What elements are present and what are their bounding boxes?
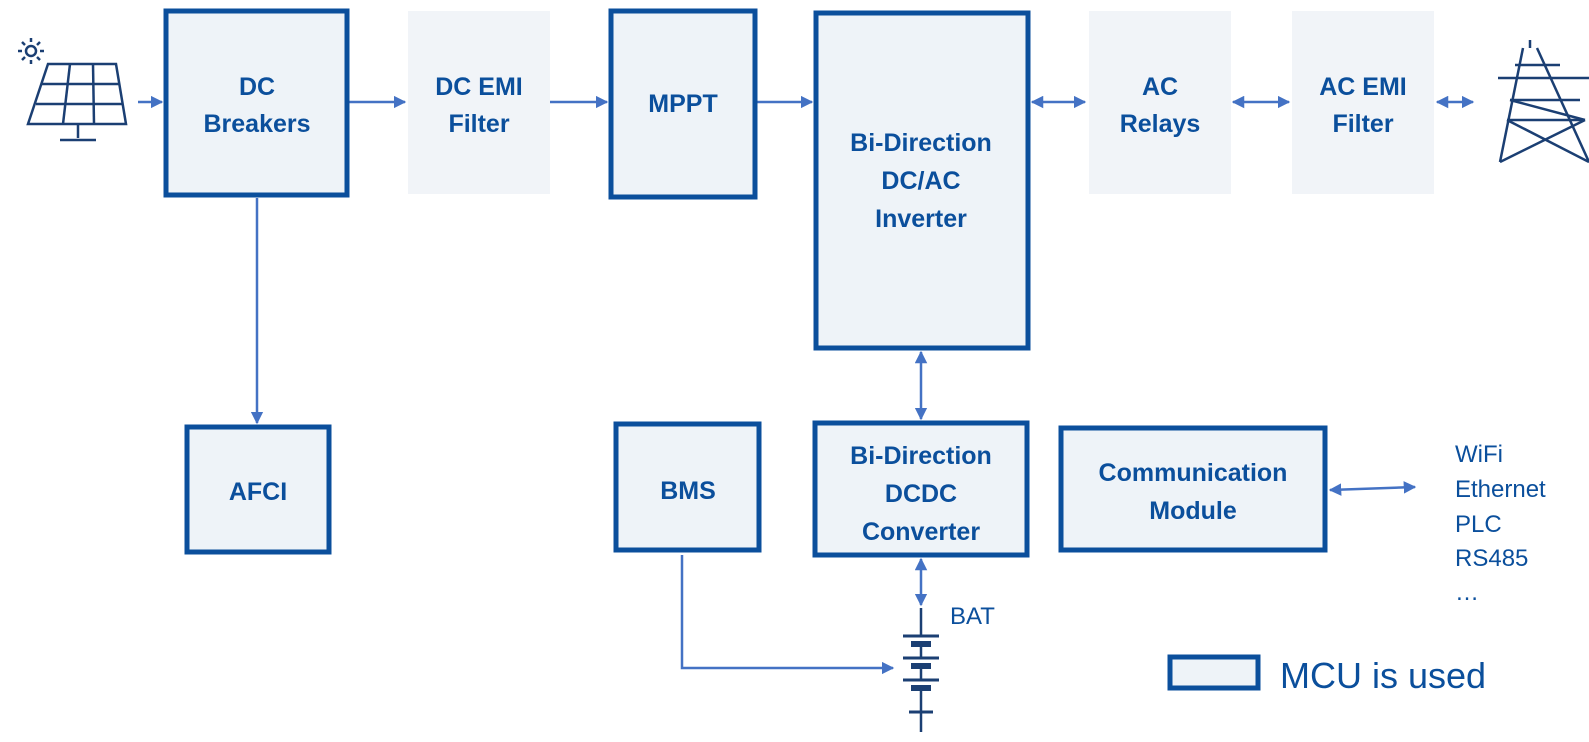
block-dc-emi-filter-line2: Filter [448,110,509,138]
block-inverter-line2: DC/AC [881,167,960,195]
block-bms-line1: BMS [660,477,716,505]
legend: MCU is used [1167,654,1486,696]
block-mppt-line1: MPPT [648,90,717,118]
block-ac-emi-filter: AC EMI Filter [1292,11,1434,194]
block-dcdc-converter: Bi-Direction DCDC Converter [812,420,1030,558]
block-communication-module-line2: Module [1149,497,1237,525]
block-afci-line1: AFCI [229,478,287,506]
block-dcdc-converter-line2: DCDC [885,480,957,508]
block-afci: AFCI [184,424,332,555]
block-communication-module-line1: Communication [1099,459,1288,487]
block-dc-breakers: DC Breakers [163,8,350,198]
block-dcdc-converter-line3: Converter [862,518,980,546]
comm-interface-item: RS485 [1455,545,1528,572]
block-inverter-line3: Inverter [875,205,967,233]
comm-interface-item: PLC [1455,511,1502,538]
arrow-bms-to-battery [680,555,895,675]
legend-label: MCU is used [1280,655,1486,696]
block-communication-module: Communication Module [1058,425,1328,553]
block-dcdc-converter-line1: Bi-Direction [850,442,992,470]
block-ac-relays-line2: Relays [1120,110,1201,138]
block-dc-breakers-line1: DC [239,73,275,101]
block-ac-relays-line1: AC [1142,73,1178,101]
comm-interface-item: … [1455,579,1479,606]
block-bms: BMS [613,421,762,553]
comm-interface-list: WiFi Ethernet PLC RS485 … [1455,441,1546,606]
legend-swatch [1167,654,1261,691]
block-dc-breakers-line2: Breakers [203,110,310,138]
block-ac-relays: AC Relays [1089,11,1231,194]
arrow-comm-interfaces [1328,481,1417,496]
block-dc-emi-filter-line1: DC EMI [435,73,523,101]
block-ac-emi-filter-line1: AC EMI [1319,73,1407,101]
block-ac-emi-filter-line2: Filter [1332,110,1393,138]
comm-interface-item: WiFi [1455,441,1503,468]
block-inverter: Bi-Direction DC/AC Inverter [813,10,1031,351]
block-mppt: MPPT [608,8,758,200]
battery-icon [903,608,939,732]
power-tower-icon [1498,40,1589,164]
comm-interface-item: Ethernet [1455,476,1546,503]
battery-label: BAT [950,603,995,630]
block-dc-emi-filter: DC EMI Filter [408,11,550,194]
solar-panel-icon [18,38,128,142]
block-inverter-line1: Bi-Direction [850,129,992,157]
